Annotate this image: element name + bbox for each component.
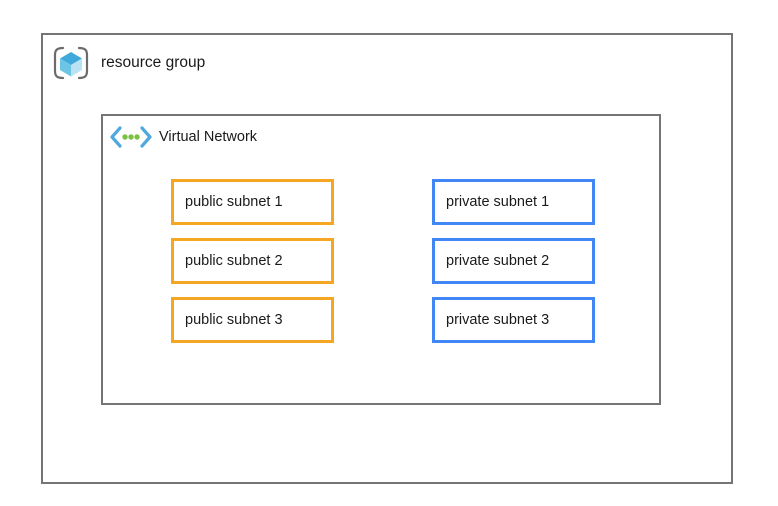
virtual-network-label: Virtual Network [159, 128, 258, 145]
resource-group-label: resource group [101, 54, 206, 72]
private-subnet-box[interactable]: private subnet 2 [432, 238, 595, 284]
public-subnet-label: public subnet 3 [185, 312, 283, 328]
public-subnet-box[interactable]: public subnet 2 [171, 238, 334, 284]
public-subnet-label: public subnet 2 [185, 253, 283, 269]
subnet-grid: public subnet 1 private subnet 1 public … [171, 179, 595, 343]
public-subnet-box[interactable]: public subnet 3 [171, 297, 334, 343]
subnet-row: public subnet 2 private subnet 2 [171, 238, 595, 284]
private-subnet-label: private subnet 3 [446, 312, 550, 328]
subnet-row: public subnet 3 private subnet 3 [171, 297, 595, 343]
private-subnet-box[interactable]: private subnet 3 [432, 297, 595, 343]
public-subnet-box[interactable]: public subnet 1 [171, 179, 334, 225]
virtual-network-header: Virtual Network [109, 122, 257, 152]
private-subnet-box[interactable]: private subnet 1 [432, 179, 595, 225]
private-subnet-label: private subnet 1 [446, 194, 550, 210]
resource-group-container: resource group Virtual Network [41, 33, 733, 484]
resource-group-header: resource group [51, 41, 205, 85]
virtual-network-container: Virtual Network public subnet 1 private … [101, 114, 661, 405]
virtual-network-chevron-dots-icon [109, 124, 153, 150]
resource-group-cube-icon [51, 43, 91, 83]
subnet-row: public subnet 1 private subnet 1 [171, 179, 595, 225]
private-subnet-label: private subnet 2 [446, 253, 550, 269]
public-subnet-label: public subnet 1 [185, 194, 283, 210]
